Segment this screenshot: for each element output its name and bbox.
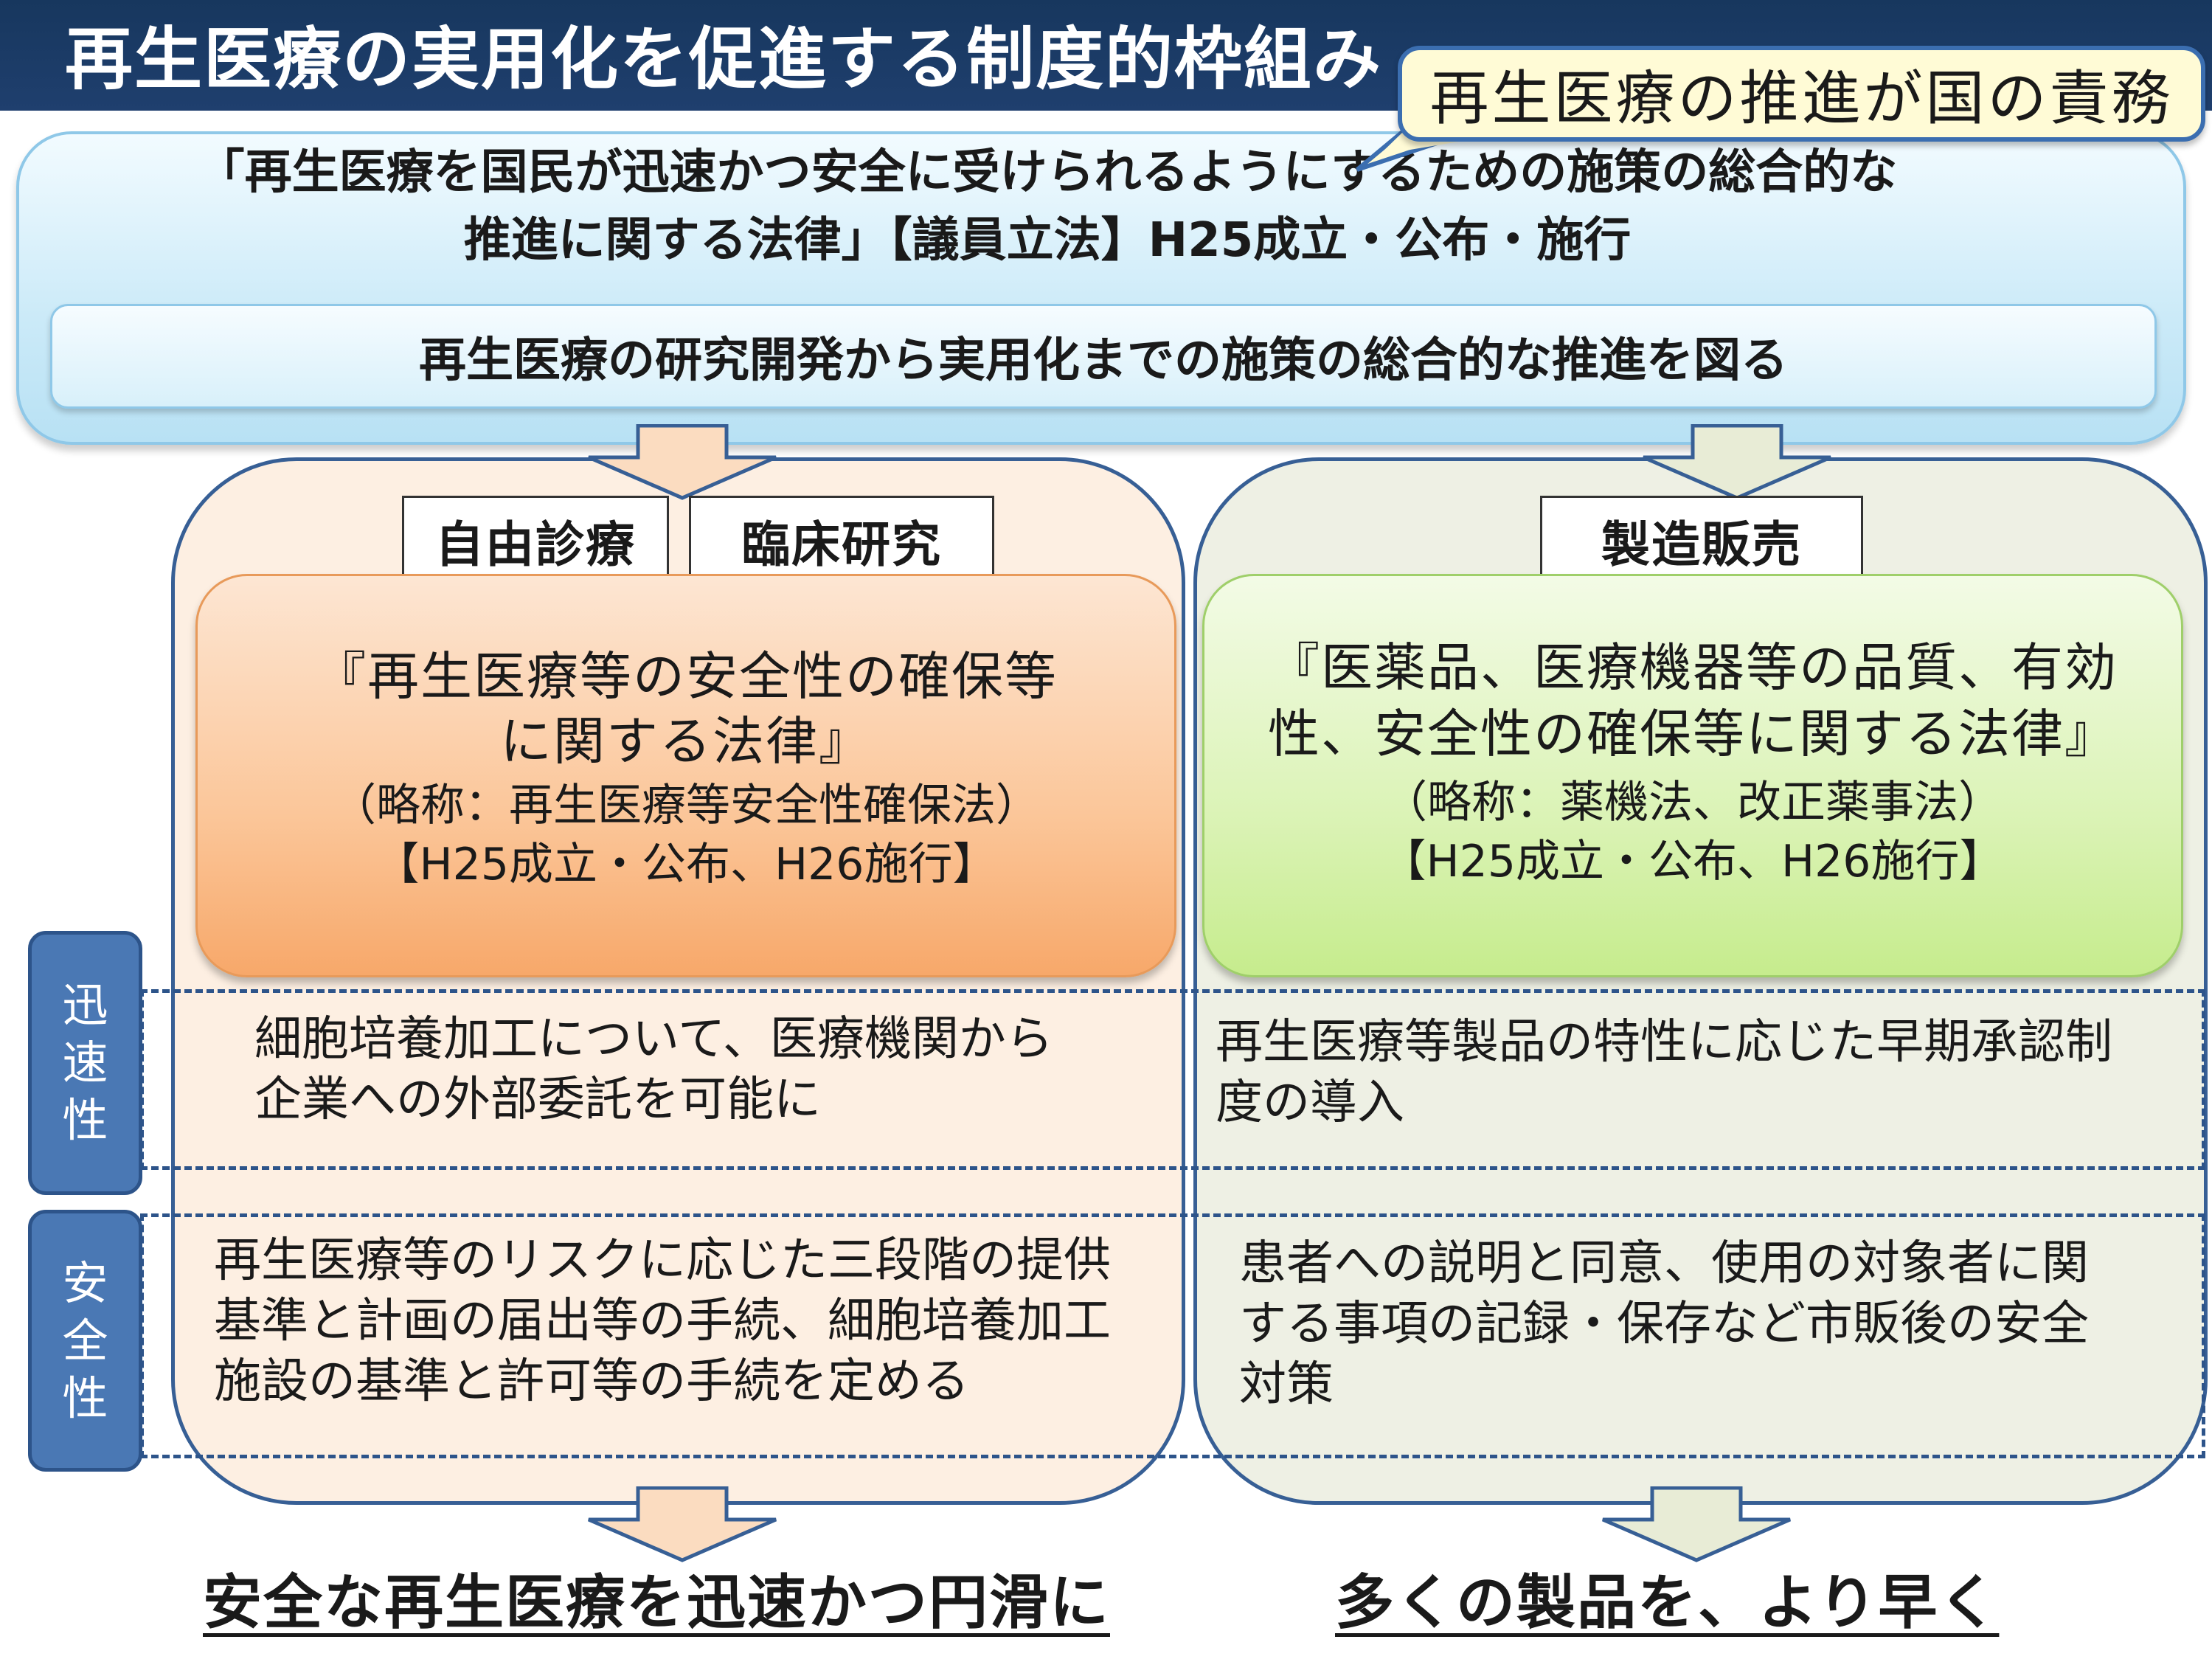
tag-free-treatment: 自由診療 [402, 496, 669, 586]
right-safety-text: 患者への説明と同意、使用の対象者に関 する事項の記録・保存など市販後の安全 対策 [1239, 1233, 2176, 1415]
right-speed-line2: 度の導入 [1216, 1076, 1404, 1130]
act-title-line2: 推進に関する法律」【議員立法】H25成立・公布・施行 [463, 213, 1632, 268]
right-law-name-line1: 『医薬品、医療機器等の品質、有効 [1268, 637, 2118, 698]
side-label-safety-char: 全 [62, 1313, 108, 1368]
right-speed-line1: 再生医療等製品の特性に応じた早期承認制 [1216, 1015, 2112, 1070]
left-law-name-line2: に関する法律』 [500, 711, 872, 772]
left-safety-line1: 再生医療等のリスクに応じた三段階の提供 [214, 1233, 1111, 1288]
right-law-box: 『医薬品、医療機器等の品質、有効 性、安全性の確保等に関する法律』 （略称：薬機… [1202, 574, 2183, 977]
callout-bubble: 再生医療の推進が国の責務 [1398, 46, 2205, 142]
right-safety-line3: 対策 [1239, 1357, 1334, 1412]
act-title-line1: 「再生医療を国民が迅速かつ安全に受けられるようにするための施策の総合的な [197, 145, 1898, 200]
left-law-abbreviation: （略称：再生医療等安全性確保法） [332, 780, 1040, 831]
right-law-name-line2: 性、安全性の確保等に関する法律』 [1268, 704, 2118, 764]
side-label-safety-char: 安 [62, 1255, 108, 1310]
left-safety-line2: 基準と計画の届出等の手続、細胞培養加工 [214, 1294, 1111, 1348]
left-speed-line1: 細胞培養加工について、医療機関から [254, 1012, 1053, 1067]
left-law-box: 『再生医療等の安全性の確保等 に関する法律』 （略称：再生医療等安全性確保法） … [195, 574, 1176, 977]
left-safety-text: 再生医療等のリスクに応じた三段階の提供 基準と計画の届出等の手続、細胞培養加工 … [214, 1230, 1173, 1412]
left-law-name-line1: 『再生医療等の安全性の確保等 [314, 646, 1058, 707]
arrow-down-left-bottom [588, 1486, 777, 1562]
right-safety-line2: する事項の記録・保存など市販後の安全 [1239, 1297, 2089, 1351]
side-label-safety-char: 性 [62, 1371, 108, 1425]
right-law-dates: 【H25成立・公布、H26施行】 [1381, 836, 2004, 887]
right-safety-line1: 患者への説明と同意、使用の対象者に関 [1239, 1236, 2089, 1291]
side-label-speed-char: 速 [62, 1036, 108, 1090]
side-label-speed-char: 性 [62, 1093, 108, 1147]
purpose-box: 再生医療の研究開発から実用化までの施策の総合的な推進を図る [50, 304, 2157, 409]
page-title: 再生医療の実用化を促進する制度的枠組み [65, 20, 1383, 99]
tag-manufacturing-sales: 製造販売 [1540, 496, 1863, 586]
side-label-speed: 迅 速 性 [28, 931, 142, 1195]
callout-text: 再生医療の推進が国の責務 [1429, 64, 2174, 133]
left-speed-text: 細胞培養加工について、医療機関から 企業への外部委託を可能に [254, 1009, 1154, 1130]
arrow-down-left-top [588, 424, 777, 500]
arrow-down-right-top [1643, 424, 1831, 500]
tag-clinical-research: 臨床研究 [689, 496, 994, 586]
purpose-text: 再生医療の研究開発から実用化までの施策の総合的な推進を図る [419, 333, 1788, 388]
right-result: 多くの製品を、より早く [1335, 1568, 2000, 1637]
arrow-down-right-bottom [1602, 1486, 1791, 1562]
left-safety-line3: 施設の基準と許可等の手続を定める [214, 1354, 969, 1409]
left-speed-line2: 企業への外部委託を可能に [254, 1073, 821, 1127]
right-speed-text: 再生医療等製品の特性に応じた早期承認制 度の導入 [1216, 1012, 2174, 1133]
left-law-dates: 【H25成立・公布、H26施行】 [375, 839, 997, 890]
side-label-speed-char: 迅 [62, 978, 108, 1032]
left-result: 安全な再生医療を迅速かつ円滑に [203, 1568, 1110, 1637]
side-label-safety: 安 全 性 [28, 1210, 142, 1472]
act-title: 「再生医療を国民が迅速かつ安全に受けられるようにするための施策の総合的な 推進に… [89, 139, 2006, 274]
right-law-abbreviation: （略称：薬機法、改正薬事法） [1383, 777, 2003, 828]
